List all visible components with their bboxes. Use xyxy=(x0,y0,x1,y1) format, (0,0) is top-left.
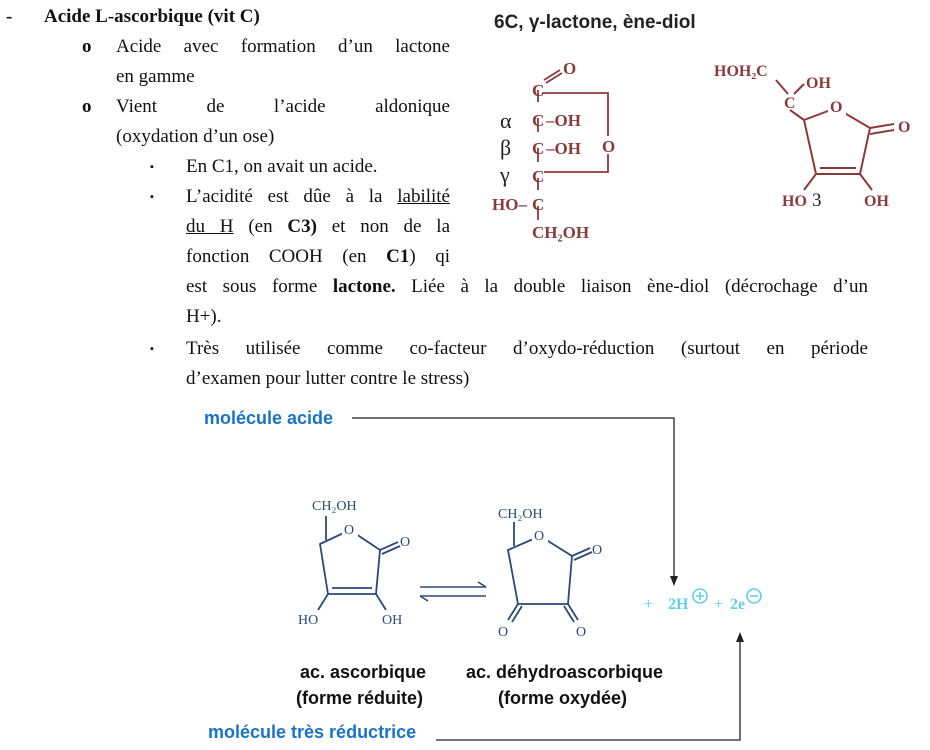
level1-marker: o xyxy=(82,96,92,117)
c5-label: C xyxy=(532,195,544,214)
ring-oxygen: O xyxy=(602,137,615,156)
dehydro-name: ac. déhydroascorbique xyxy=(466,662,664,682)
ascorbic-acid-structure: CH₂OH O O HO OH xyxy=(298,499,410,628)
dehydroascorbic-acid-structure: CH₂OH O O O O xyxy=(498,507,602,640)
ring-oxygen: O xyxy=(830,99,842,116)
cofactor-line-1: Très utilisée comme co-facteur d’oxydo-r… xyxy=(186,338,868,359)
ring-oxygen: O xyxy=(344,523,354,538)
aldonic-line-1: Vient de l’acide aldonique xyxy=(116,96,450,117)
c2-oxygen: O xyxy=(576,625,586,640)
c2-oh: –OH xyxy=(545,111,581,130)
proton-label: 2H xyxy=(668,596,689,613)
cofactor-line-2: d’examen pour lutter contre le stress) xyxy=(186,368,470,389)
hoh2c-label: HOH₂C xyxy=(714,63,768,80)
c3-ho: HO xyxy=(782,193,807,210)
gamma-label: γ xyxy=(499,162,510,187)
c1-acid-text: En C1, on avait un acide. xyxy=(186,156,378,177)
electron-label: 2e xyxy=(730,596,746,613)
c2-label: C xyxy=(532,111,544,130)
c3-label: C xyxy=(532,139,544,158)
positive-charge-icon xyxy=(692,588,708,604)
keto-oxygen: O xyxy=(400,535,410,550)
c3-oh: –OH xyxy=(545,139,581,158)
dehydro-form: (forme oxydée) xyxy=(498,688,628,708)
carbonyl-o: O xyxy=(563,59,576,78)
level2-marker: ▪ xyxy=(150,161,154,173)
negative-charge-icon xyxy=(746,588,762,604)
c4-label: C xyxy=(532,167,544,186)
keto-oxygen: O xyxy=(592,543,602,558)
carbon-3-label: 3 xyxy=(812,190,822,211)
charge-icons xyxy=(692,588,762,604)
c1-label: C xyxy=(532,81,544,100)
acidity-line-1: L’acidité est dûe à la labilité xyxy=(186,186,450,207)
ring-oxygen: O xyxy=(534,529,544,544)
ch2oh-label: CH₂OH xyxy=(312,499,357,514)
c3-oxygen: O xyxy=(498,625,508,640)
lactone-line-2: en gamme xyxy=(116,66,195,87)
lactone-ring-structure: HOH₂C OH C O O HO OH 3 xyxy=(714,63,910,211)
alpha-label: α xyxy=(500,108,512,133)
c2-oh: OH xyxy=(382,613,402,628)
ring-c4: C xyxy=(784,95,796,112)
acidity-line-3: fonction COOH (en C1) qi xyxy=(186,246,450,267)
c5-ho: HO– xyxy=(492,195,527,214)
beta-label: β xyxy=(500,135,511,160)
plus-sign: + xyxy=(714,596,724,613)
plus-sign: + xyxy=(644,596,654,613)
aldonic-line-2: (oxydation d’un ose) xyxy=(116,126,275,147)
ring-c-oh: OH xyxy=(806,75,831,92)
level2-marker: ▪ xyxy=(150,191,154,203)
heading-bullet: - xyxy=(6,6,13,27)
section-title: Acide L-ascorbique (vit C) xyxy=(44,6,260,27)
figure-caption: 6C, γ-lactone, ène-diol xyxy=(494,12,696,33)
open-chain-structure: O C C –OH C –OH O C HO– C CH₂OH α β γ xyxy=(492,59,615,242)
level2-marker: ▪ xyxy=(150,343,154,355)
acidity-line-4: est sous forme lactone. Liée à la double… xyxy=(186,276,869,297)
acidity-line-2: du H (en C3) et non de la xyxy=(186,216,450,237)
keto-oxygen: O xyxy=(898,119,910,136)
level1-marker: o xyxy=(82,36,92,57)
ascorbic-form: (forme réduite) xyxy=(296,688,424,708)
reducing-molecule-label: molécule très réductrice xyxy=(208,722,417,742)
c6-ch2oh: CH₂OH xyxy=(532,223,589,242)
ascorbic-name: ac. ascorbique xyxy=(300,662,427,682)
acid-molecule-label: molécule acide xyxy=(204,408,334,428)
ch2oh-label: CH₂OH xyxy=(498,507,543,522)
acidity-line-5: H+). xyxy=(186,306,222,327)
lactone-line-1: Acide avec formation d’un lactone xyxy=(116,36,450,57)
c3-ho: HO xyxy=(298,613,318,628)
c2-oh: OH xyxy=(864,193,889,210)
